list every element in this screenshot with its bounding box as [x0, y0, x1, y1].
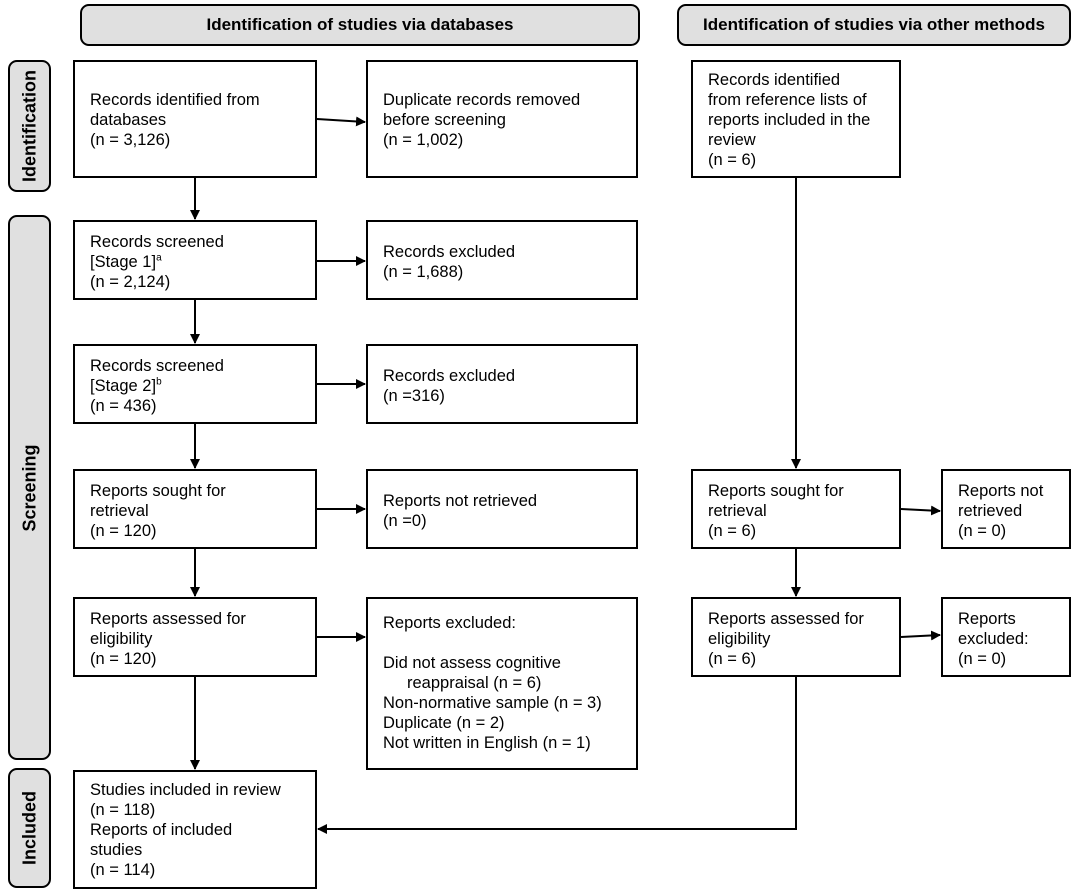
text-line: eligibility [90, 630, 153, 648]
header-databases-label: Identification of studies via databases [206, 15, 514, 34]
arrow-other-to-excluded [900, 630, 941, 641]
arrow-other-to-included [317, 677, 797, 834]
text-line: Not written in English (n = 1) [383, 734, 591, 752]
text-line: (n = 1,688) [383, 263, 464, 281]
text-line: (n = 114) [90, 861, 156, 879]
reports-assessed-box: Reports assessed for eligibility (n = 12… [73, 597, 317, 677]
text-line: before screening [383, 111, 506, 129]
text-line: (n = 0) [958, 522, 1007, 540]
footnote-marker: b [156, 376, 162, 388]
phase-identification: Identification [8, 60, 51, 192]
text-line: retrieval [90, 502, 149, 520]
records-identified-databases-box: Records identified from databases (n = 3… [73, 60, 317, 178]
other-reports-sought-box: Reports sought for retrieval (n = 6) [691, 469, 901, 549]
text-line: studies [90, 841, 143, 859]
text-line: Reports of included [90, 821, 233, 839]
duplicate-records-box: Duplicate records removed before screeni… [366, 60, 638, 178]
text-line: retrieved [958, 502, 1023, 520]
text-line: Reports not retrieved [383, 492, 538, 510]
studies-included-box: Studies included in review (n = 118) Rep… [73, 770, 317, 889]
text-line: Reports sought for [90, 482, 226, 500]
footnote-marker: a [156, 252, 162, 264]
text-line: (n = 3,126) [90, 131, 171, 149]
text-line: Records identified from [90, 91, 260, 109]
text-line: review [708, 131, 756, 149]
text-line: Reports not [958, 482, 1044, 500]
reports-not-retrieved-box: Reports not retrieved (n =0) [366, 469, 638, 549]
text-line: (n =0) [383, 512, 427, 530]
text-line: excluded: [958, 630, 1029, 648]
header-databases: Identification of studies via databases [80, 4, 640, 46]
records-screened-stage1-box: Records screened [Stage 1]a (n = 2,124) [73, 220, 317, 300]
text-line: reappraisal (n = 6) [407, 674, 542, 692]
records-screened-stage2-box: Records screened [Stage 2]b (n = 436) [73, 344, 317, 424]
text-line: Records screened [90, 357, 224, 375]
text-line: retrieval [708, 502, 767, 520]
text-line: Records excluded [383, 243, 516, 261]
text-line: [Stage 2] [90, 377, 157, 395]
text-line: Reports assessed for [708, 610, 864, 628]
text-line: (n = 0) [958, 650, 1007, 668]
text-line: Records screened [90, 233, 224, 251]
text-line: Duplicate (n = 2) [383, 714, 505, 732]
other-reports-excluded-box: Reports excluded: (n = 0) [941, 597, 1071, 677]
text-line: Reports assessed for [90, 610, 246, 628]
text-line: reports included in the [708, 111, 871, 129]
text-line: (n = 6) [708, 151, 757, 169]
text-line: (n = 6) [708, 650, 757, 668]
other-reports-not-retrieved-box: Reports not retrieved (n = 0) [941, 469, 1071, 549]
records-excluded-2-box: Records excluded (n =316) [366, 344, 638, 424]
text-line: Duplicate records removed [383, 91, 581, 109]
reports-excluded-box: Reports excluded: Did not assess cogniti… [366, 597, 638, 770]
header-other-label: Identification of studies via other meth… [703, 15, 1045, 34]
text-line: (n = 6) [708, 522, 757, 540]
reports-sought-box: Reports sought for retrieval (n = 120) [73, 469, 317, 549]
text-line: from reference lists of [708, 91, 867, 109]
text-line: (n =316) [383, 387, 445, 405]
arrow-other-to-not-retrieved [900, 505, 941, 516]
text-line: [Stage 1] [90, 253, 157, 271]
text-line: Did not assess cognitive [383, 654, 561, 672]
text-line: Studies included in review [90, 781, 281, 799]
text-line: Non-normative sample (n = 3) [383, 694, 602, 712]
text-line: (n = 118) [90, 801, 156, 819]
header-other-methods: Identification of studies via other meth… [677, 4, 1071, 46]
text-line: (n = 2,124) [90, 273, 171, 291]
other-reports-assessed-box: Reports assessed for eligibility (n = 6) [691, 597, 901, 677]
records-excluded-1-box: Records excluded (n = 1,688) [366, 220, 638, 300]
records-identified-other-box: Records identified from reference lists … [691, 60, 901, 178]
text-line: Records excluded [383, 367, 516, 385]
text-line: databases [90, 111, 167, 129]
text-line: Records identified [708, 71, 841, 89]
arrow-to-duplicates [316, 116, 366, 127]
text-line: (n = 1,002) [383, 131, 464, 149]
text-line: (n = 120) [90, 650, 157, 668]
text-line: (n = 436) [90, 397, 157, 415]
text-line: Reports sought for [708, 482, 844, 500]
text-line: eligibility [708, 630, 771, 648]
text-line: Reports [958, 610, 1016, 628]
phase-screening: Screening [8, 215, 51, 760]
text-line: Reports excluded: [383, 614, 516, 632]
text-line: (n = 120) [90, 522, 157, 540]
phase-included: Included [8, 768, 51, 888]
